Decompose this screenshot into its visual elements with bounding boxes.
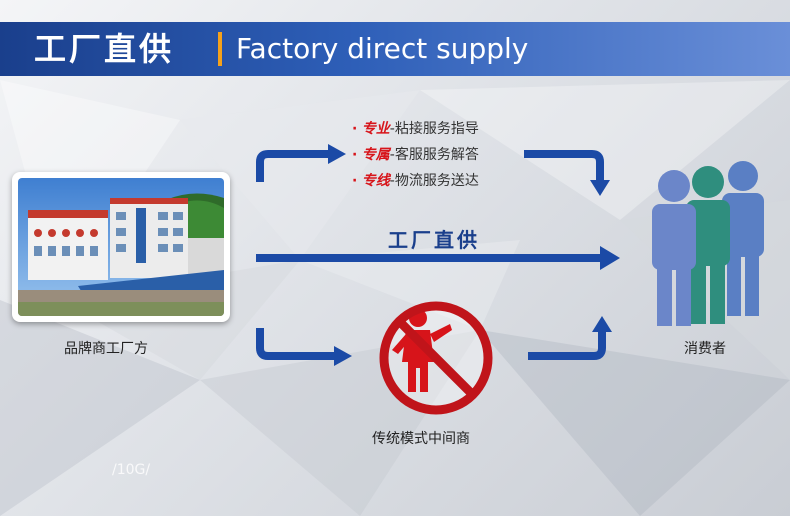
- flow-arrow-icon: [256, 150, 606, 360]
- header-banner: 工厂直供 Factory direct supply: [0, 22, 790, 76]
- middleman-label: 传统模式中间商: [372, 431, 470, 447]
- consumer-group-icon: [652, 161, 764, 326]
- header-divider: [218, 32, 222, 66]
- factory-photo: [18, 178, 224, 316]
- header-title-cn: 工厂直供: [34, 30, 175, 68]
- arrow-head-icon: [592, 316, 612, 332]
- arrow-head-icon: [590, 180, 610, 196]
- service-item: · 专属-客服服务解答: [352, 147, 479, 163]
- watermark-text: /10G/: [112, 462, 151, 478]
- header-title-en: Factory direct supply: [236, 32, 529, 65]
- no-middleman-icon: [379, 301, 493, 415]
- consumer-label: 消费者: [684, 341, 726, 357]
- arrow-head-icon: [334, 346, 352, 366]
- arrow-head-icon: [328, 144, 346, 164]
- source-label: 品牌商工厂方: [64, 341, 148, 357]
- arrow-head-icon: [600, 246, 620, 270]
- service-item: · 专线-物流服务送达: [352, 173, 479, 189]
- service-item: · 专业-粘接服务指导: [352, 121, 479, 137]
- factory-photo-frame: [12, 172, 230, 322]
- direct-supply-label: 工厂直供: [388, 228, 480, 252]
